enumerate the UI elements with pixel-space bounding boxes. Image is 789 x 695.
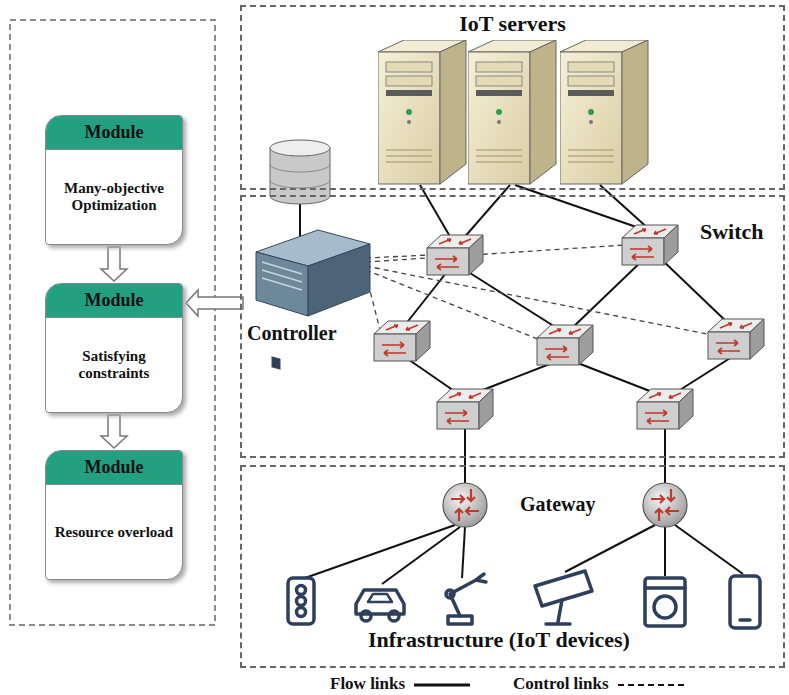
module-box: ModuleSatisfying constraints xyxy=(45,283,183,413)
label-text: Infrastructure (IoT devices) xyxy=(368,627,630,653)
label-text: Switch xyxy=(700,219,764,245)
block-arrow xyxy=(101,415,127,448)
label-text: Module xyxy=(46,116,182,150)
label-text: Many-objective Optimization xyxy=(46,150,182,244)
legend: Flow links Control links xyxy=(0,674,789,695)
label-text: Satisfying constraints xyxy=(46,318,182,412)
label-text: IoT servers xyxy=(242,11,783,37)
label-text: Controller xyxy=(247,322,337,345)
block-arrow xyxy=(101,247,127,281)
label-text: Module xyxy=(46,451,182,485)
module-box: ModuleResource overload xyxy=(45,450,183,580)
layer-region: SwitchController xyxy=(240,195,785,458)
label-text: Module xyxy=(46,284,182,318)
layer-region: Infrastructure (IoT devices) xyxy=(240,465,785,668)
legend-sample xyxy=(617,679,687,691)
label-text: Control links xyxy=(513,674,609,694)
label-text: Flow links xyxy=(330,674,405,694)
label-text: Gateway xyxy=(520,493,596,516)
legend-sample xyxy=(413,679,471,691)
module-box: ModuleMany-objective Optimization xyxy=(45,115,183,245)
device-node: Controller xyxy=(245,225,375,349)
label-text: Resource overload xyxy=(46,485,182,579)
block-arrow xyxy=(186,290,243,316)
layer-region: IoT servers xyxy=(240,5,785,190)
